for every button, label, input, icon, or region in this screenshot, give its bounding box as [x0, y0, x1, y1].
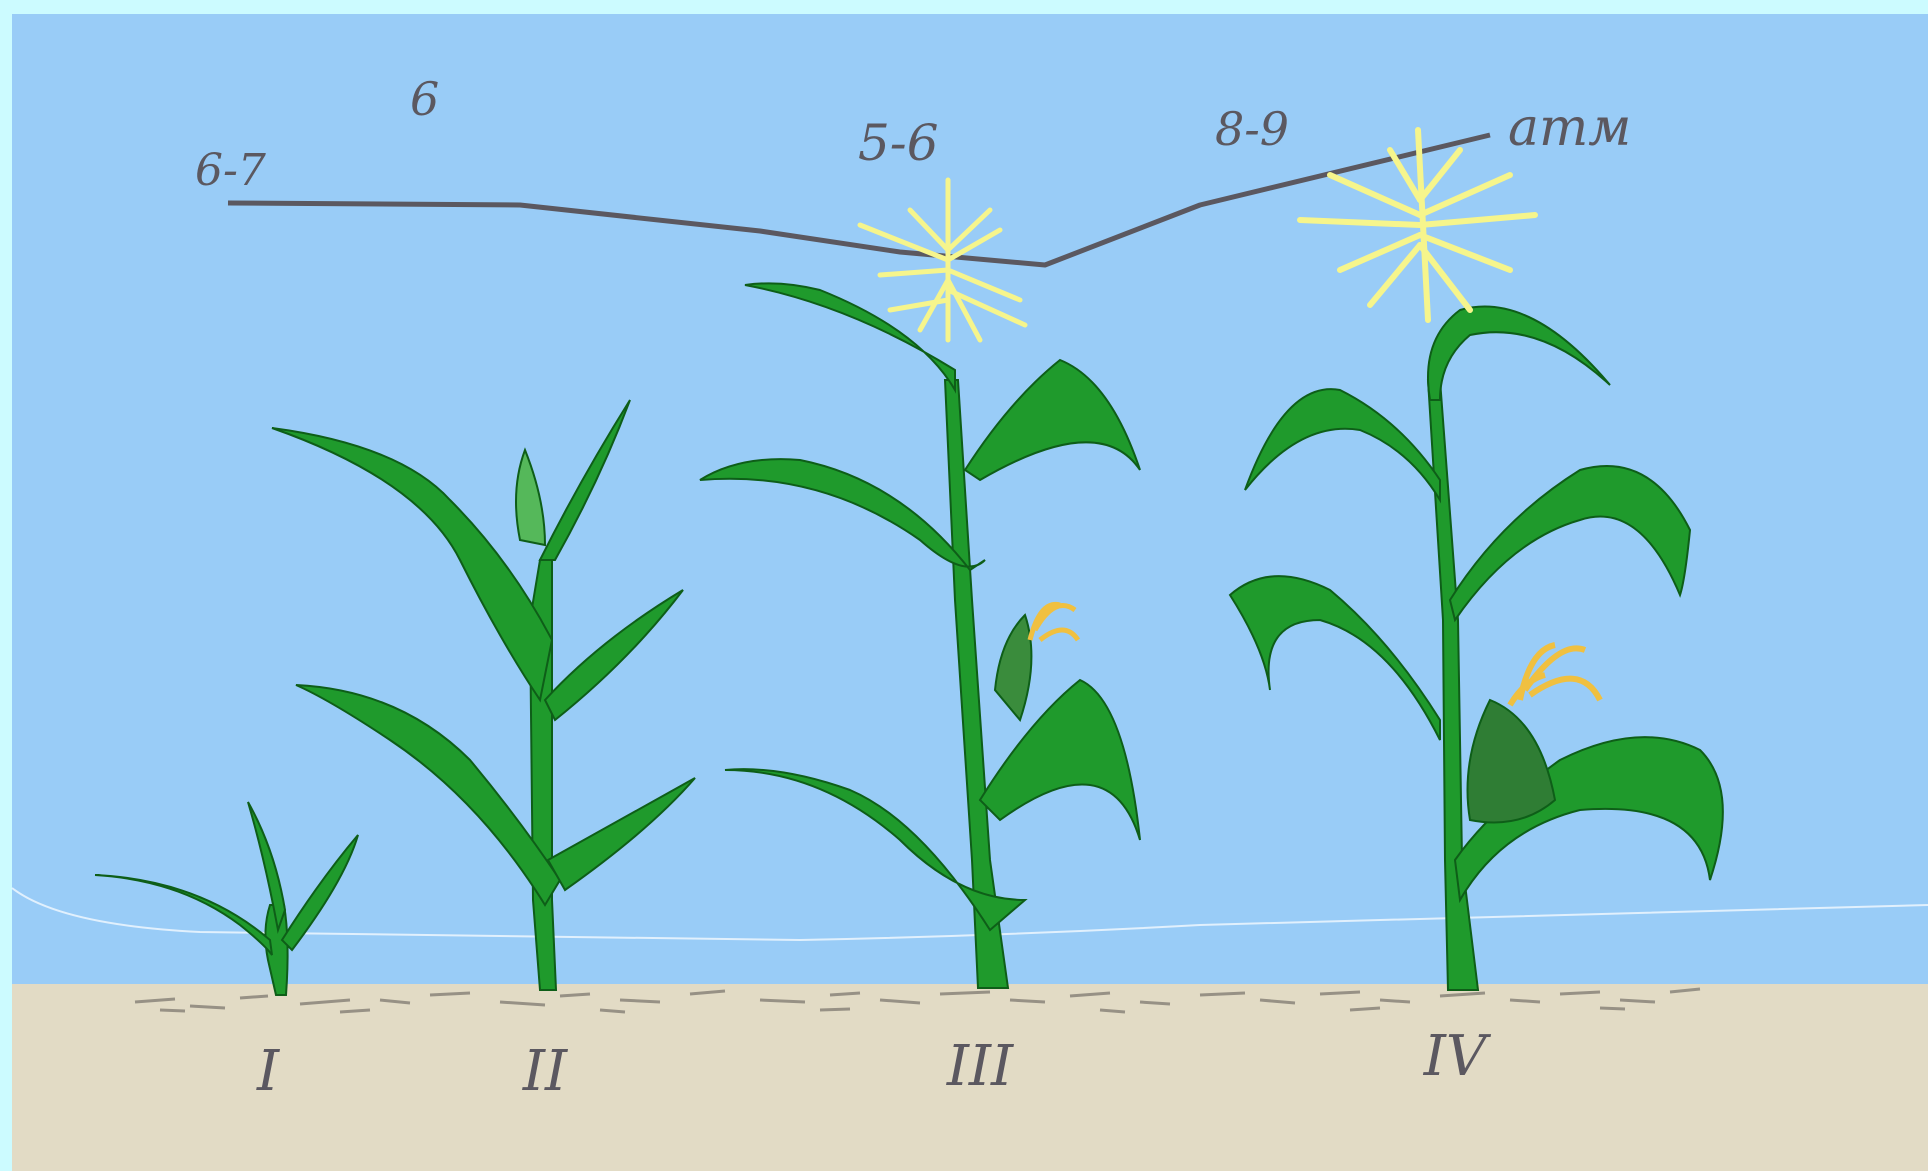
pressure-label-stage4: 8-9	[1215, 102, 1289, 156]
stage-label-4: IV	[1423, 1024, 1492, 1089]
stage-label-2: II	[522, 1039, 569, 1104]
pressure-unit-label: атм	[1508, 98, 1631, 158]
stage-label-3: III	[946, 1034, 1015, 1099]
pressure-label-stage2: 6	[410, 72, 439, 126]
stage-label-1: I	[256, 1039, 281, 1104]
pressure-label-stage3: 5-6	[858, 114, 939, 172]
pressure-label-stage1: 6-7	[195, 145, 266, 196]
